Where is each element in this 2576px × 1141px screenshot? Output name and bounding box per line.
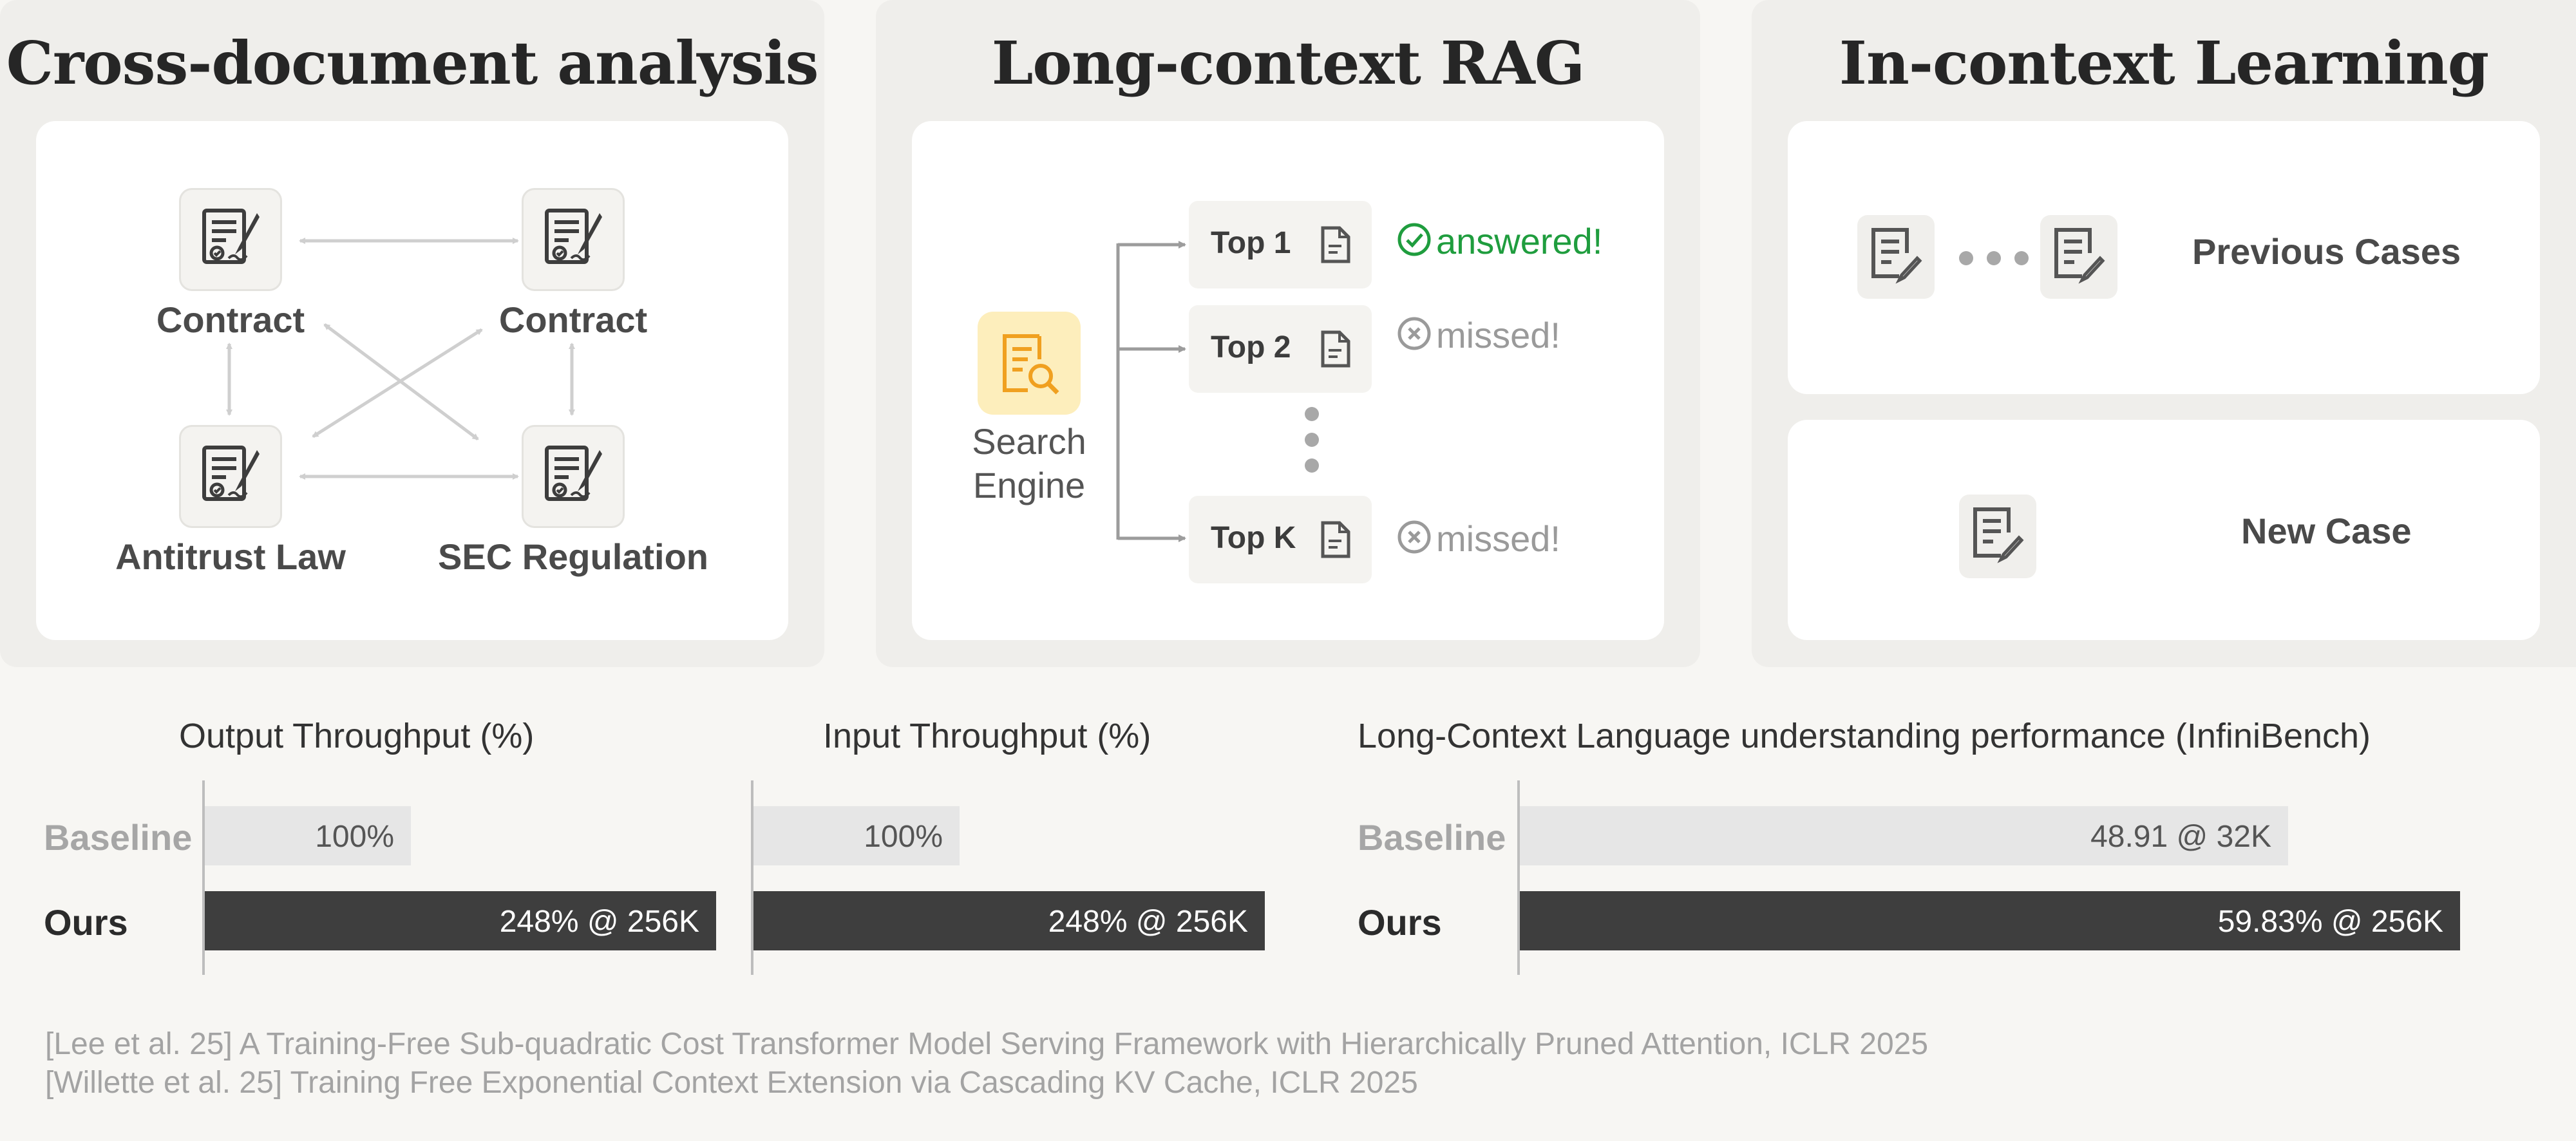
vertical-ellipsis-icon xyxy=(1305,407,1319,473)
contract-sign-icon xyxy=(545,446,602,501)
cross-document-panel: Cross-document analysis xyxy=(0,0,824,667)
panel-title: Long-context RAG xyxy=(991,28,1586,98)
document-icon xyxy=(1321,330,1350,368)
contract-sign-icon xyxy=(202,446,260,501)
bar-label: 100% xyxy=(315,820,394,854)
axis-line xyxy=(202,780,205,975)
relation-arrows xyxy=(226,238,575,480)
row-label-ours: Ours xyxy=(1358,902,1442,943)
new-case-card: New Case xyxy=(1788,420,2540,640)
sec-regulation-node xyxy=(522,425,625,528)
bar-ours: 248% @ 256K xyxy=(753,891,1265,950)
chart-title: Long-Context Language understanding perf… xyxy=(1358,717,2371,755)
in-context-learning-panel: In-context Learning Pre xyxy=(1752,0,2576,667)
top-1-result: Top 1 xyxy=(1189,201,1372,288)
contract-sign-icon xyxy=(202,209,260,264)
previous-cases-card: Previous Cases xyxy=(1788,121,2540,394)
node-label-antitrust-law: Antitrust Law xyxy=(115,536,346,577)
bar-label: 59.83% @ 256K xyxy=(2217,905,2443,939)
bar-baseline: 100% xyxy=(753,806,960,865)
chart-title: Output Throughput (%) xyxy=(179,717,535,755)
node-label-sec-regulation: SEC Regulation xyxy=(437,536,709,577)
node-label-contract-2: Contract xyxy=(498,299,648,340)
previous-cases-label: Previous Cases xyxy=(2192,231,2461,272)
edit-document-icon xyxy=(2054,228,2105,284)
status-missed-top-k: missed! xyxy=(1396,518,1560,560)
antitrust-law-node xyxy=(179,425,282,528)
top-k-result: Top K xyxy=(1189,496,1372,583)
panel-title: In-context Learning xyxy=(1839,28,2489,98)
horizontal-ellipsis-icon xyxy=(1959,251,2029,265)
status-missed-top-2: missed! xyxy=(1396,314,1560,356)
edit-document-icon xyxy=(1973,507,2024,563)
reference-2: [Willette et al. 25] Training Free Expon… xyxy=(45,1066,1418,1100)
previous-case-doc-2 xyxy=(2040,215,2117,299)
bar-ours: 59.83% @ 256K xyxy=(1520,891,2460,950)
arrow-diag-2 xyxy=(312,328,483,438)
long-context-rag-panel: Long-context RAG xyxy=(876,0,1700,667)
new-case-doc xyxy=(1959,495,2036,578)
contract-node-1 xyxy=(179,188,282,291)
cross-document-card: Contract Contract Antitrust Law SEC Regu… xyxy=(36,121,788,640)
chart-title: Input Throughput (%) xyxy=(823,717,1151,755)
bar-label: 48.91 @ 32K xyxy=(2090,820,2271,854)
document-icon xyxy=(1321,226,1350,263)
retrieval-arrows xyxy=(1116,241,1186,542)
node-label-contract-1: Contract xyxy=(156,299,305,340)
search-document-icon xyxy=(1003,334,1059,395)
panel-title: Cross-document analysis xyxy=(6,28,819,98)
contract-node-2 xyxy=(522,188,625,291)
x-circle-icon xyxy=(1397,317,1431,350)
bar-ours: 248% @ 256K xyxy=(205,891,716,950)
row-label-baseline: Baseline xyxy=(1358,817,1506,858)
top-2-result: Top 2 xyxy=(1189,305,1372,393)
check-circle-icon xyxy=(1397,223,1431,256)
search-engine-icon-box xyxy=(978,312,1081,415)
new-case-label: New Case xyxy=(2241,511,2412,551)
edit-document-icon xyxy=(1871,228,1922,284)
document-icon xyxy=(1321,521,1350,558)
x-circle-icon xyxy=(1397,520,1431,554)
previous-case-doc-1 xyxy=(1857,215,1935,299)
reference-1: [Lee et al. 25] A Training-Free Sub-quad… xyxy=(45,1027,1929,1061)
row-label-ours: Ours xyxy=(44,902,128,943)
bar-label: 248% @ 256K xyxy=(1048,905,1248,939)
bar-baseline: 48.91 @ 32K xyxy=(1520,806,2288,865)
contract-sign-icon xyxy=(545,209,602,264)
search-engine-label: Search Engine xyxy=(972,421,1086,505)
rag-card: Search Engine Top 1 Top 2 xyxy=(912,121,1664,640)
row-label-baseline: Baseline xyxy=(44,817,193,858)
status-answered: answered! xyxy=(1396,220,1602,262)
axis-line xyxy=(751,780,753,975)
bar-label: 248% @ 256K xyxy=(499,905,699,939)
bar-baseline: 100% xyxy=(205,806,411,865)
axis-line xyxy=(1517,780,1520,975)
bar-label: 100% xyxy=(864,820,943,854)
